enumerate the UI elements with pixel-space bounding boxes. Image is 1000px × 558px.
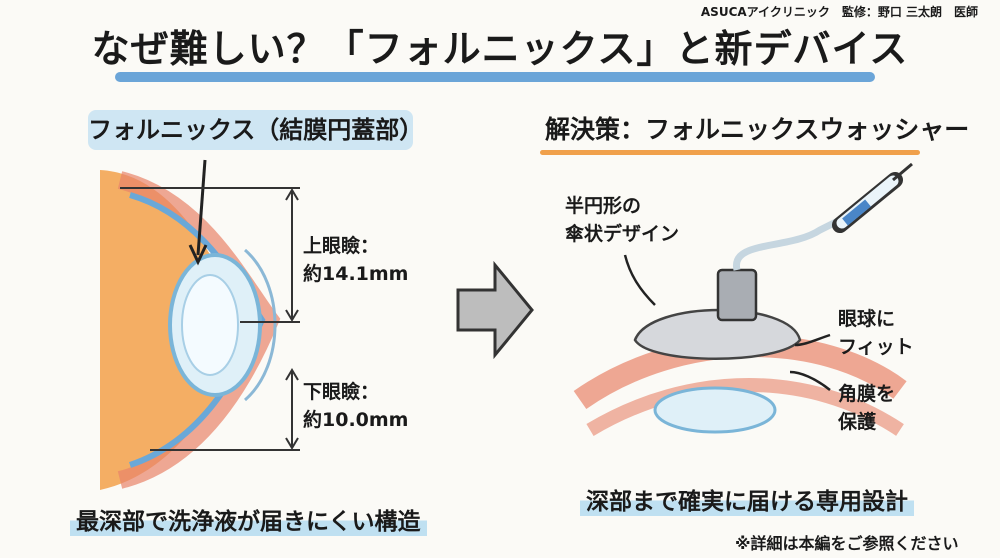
footnote: ※詳細は本編をご参照ください (735, 534, 959, 553)
left-caption: 最深部で洗浄液が届きにくい構造 (70, 502, 427, 536)
fornix-washer-illustration (573, 162, 913, 437)
fit-label: 眼球に フィット (838, 308, 914, 358)
right-caption: 深部まで確実に届ける専用設計 (580, 482, 914, 516)
protect-label: 角膜を 保護 (838, 383, 896, 433)
right-heading-underline (540, 150, 920, 155)
left-heading: フォルニックス（結膜円蓋部） (88, 110, 423, 150)
credit-text: ASUCAアイクリニック 監修：野口 三太朗 医師 (700, 5, 978, 19)
arrow-right-icon (456, 260, 534, 360)
eye-cross-section-illustration (100, 159, 281, 490)
lower-eyelid-label: 下眼瞼： 約10.0mm (303, 381, 409, 431)
upper-eyelid-label: 上眼瞼： 約14.1mm (303, 235, 409, 285)
pointer-lines (623, 254, 831, 391)
right-heading: 解決策：フォルニックスウォッシャー (545, 115, 970, 144)
page-title: なぜ難しい？「フォルニックス」と新デバイス (91, 27, 909, 71)
design-label: 半円形の 傘状デザイン (565, 195, 680, 245)
measurement-lines (120, 187, 300, 451)
title-underline (115, 72, 875, 82)
